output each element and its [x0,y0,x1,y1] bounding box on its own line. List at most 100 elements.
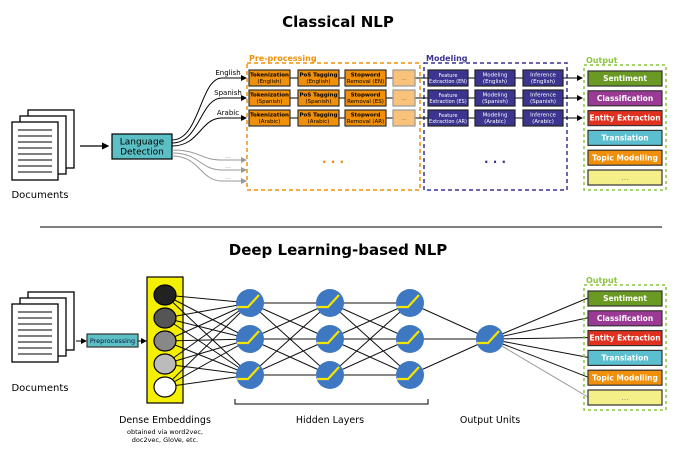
modeling-step-label: (Arabic) [484,119,506,125]
connection [164,294,251,340]
output-topic-modelling: Topic Modelling [587,369,663,386]
embedding-unit [153,376,177,398]
document-page-icon [11,303,59,363]
documents-icon [11,291,75,363]
neuron [396,325,424,353]
documents-label: Documents [11,383,68,394]
preprocessing-step-label: Preprocessing [90,337,135,345]
preprocessing-label: Pre-processing [249,54,317,63]
pos-tagging-step-label: (Arabic) [308,119,330,125]
output-more-label: ... [621,393,628,402]
language-detection-label: Language [120,138,165,148]
language-branch [171,95,247,144]
connection [329,302,411,340]
deep-title: Deep Learning-based NLP [229,241,448,259]
stopword-removal-step-label: Stopword [351,113,381,119]
pos-tagging-step: PoS Tagging(Arabic) [297,109,340,127]
inference-step-label: (Arabic) [532,119,554,125]
stopword-removal-step-label: Stopword [351,73,381,79]
activation-icon [237,366,260,381]
connection [249,338,331,376]
activation-icon [237,294,260,309]
modeling-step-label: Modeling [482,113,507,119]
activation-icon [397,330,420,345]
tokenization-step: Tokenization(Spanish) [248,89,291,107]
other-language-branch [171,155,247,184]
stopword-removal-step-label: Stopword [351,93,381,99]
classical-title: Classical NLP [282,13,394,31]
neuron [236,361,264,389]
inference-step: Inference(Arabic) [522,109,564,127]
neuron-body [476,325,504,353]
neuron [396,289,424,317]
hidden-layers-label: Hidden Layers [296,415,364,426]
activation-icon [397,366,420,381]
neuron-body [316,289,344,317]
output-entity-extraction-label: Entity Extraction [589,334,660,343]
output-topic-modelling-box [587,369,663,386]
output-entity-extraction-box [587,109,663,127]
activation-icon [477,330,500,345]
feature-extraction-step-label: Extraction (EN) [429,79,467,85]
tokenization-step-label: (Spanish) [256,99,282,105]
embedding-unit [153,284,177,306]
tokenization-step: Tokenization(English) [248,69,291,87]
connection [164,302,251,342]
modeling-step-box [474,109,516,127]
output-topic-modelling-label: Topic Modelling [592,373,658,382]
connection [249,302,331,340]
language-label: English [215,69,240,77]
output-classification-box [587,310,663,327]
neuron-body [396,325,424,353]
neuron [396,361,424,389]
neuron [476,325,504,353]
pipeline-row: Tokenization(Arabic)PoS Tagging(Arabic)S… [248,109,583,127]
output-classification: Classification [587,90,663,107]
connection [164,302,251,365]
connection [164,302,251,319]
pos-tagging-step-label: (English) [306,79,330,85]
output-topic-modelling-box [587,149,663,166]
output-translation-box [587,349,663,366]
activation-icon [397,294,420,309]
modeling-step-label: Modeling [482,73,507,79]
inference-step-box [522,69,564,87]
output-connection [489,338,589,378]
language-label: Arabic [217,109,239,117]
output-sentiment-box [587,290,663,307]
output-classification-label: Classification [597,94,653,103]
neuron-body [236,325,264,353]
pos-tagging-step: PoS Tagging(English) [297,69,340,87]
connection [409,338,491,376]
stopword-removal-step-box [344,89,387,107]
output-translation: Translation [587,349,663,366]
tokenization-step-box [248,109,291,127]
output-translation-box [587,129,663,146]
inference-step: Inference(Spanish) [522,89,564,107]
modeling-step-label: (Spanish) [482,99,508,105]
modeling-step: Modeling(Spanish) [474,89,516,107]
inference-step: Inference(English) [522,69,564,87]
inference-step-label: Inference [530,113,556,119]
classical-output-label: Output [586,56,618,65]
documents-label: Documents [11,190,68,201]
other-language-branch [171,152,247,173]
modeling-frame [423,62,568,191]
feature-extraction-step-label: Extraction (AR) [429,119,467,125]
output-entity-extraction-label: Entity Extraction [589,114,660,123]
output-topic-modelling-label: Topic Modelling [592,153,658,162]
modeling-step: Modeling(Arabic) [474,109,516,127]
connection [164,338,251,342]
connection [164,363,251,376]
inference-step-box [522,109,564,127]
connection [249,302,331,376]
modeling-step-label: Modeling [482,93,507,99]
neuron-body [236,361,264,389]
language-label: Spanish [214,89,242,97]
output-classification-label: Classification [597,314,653,323]
neuron [236,325,264,353]
connection [164,294,251,376]
documents-icon [11,109,75,181]
